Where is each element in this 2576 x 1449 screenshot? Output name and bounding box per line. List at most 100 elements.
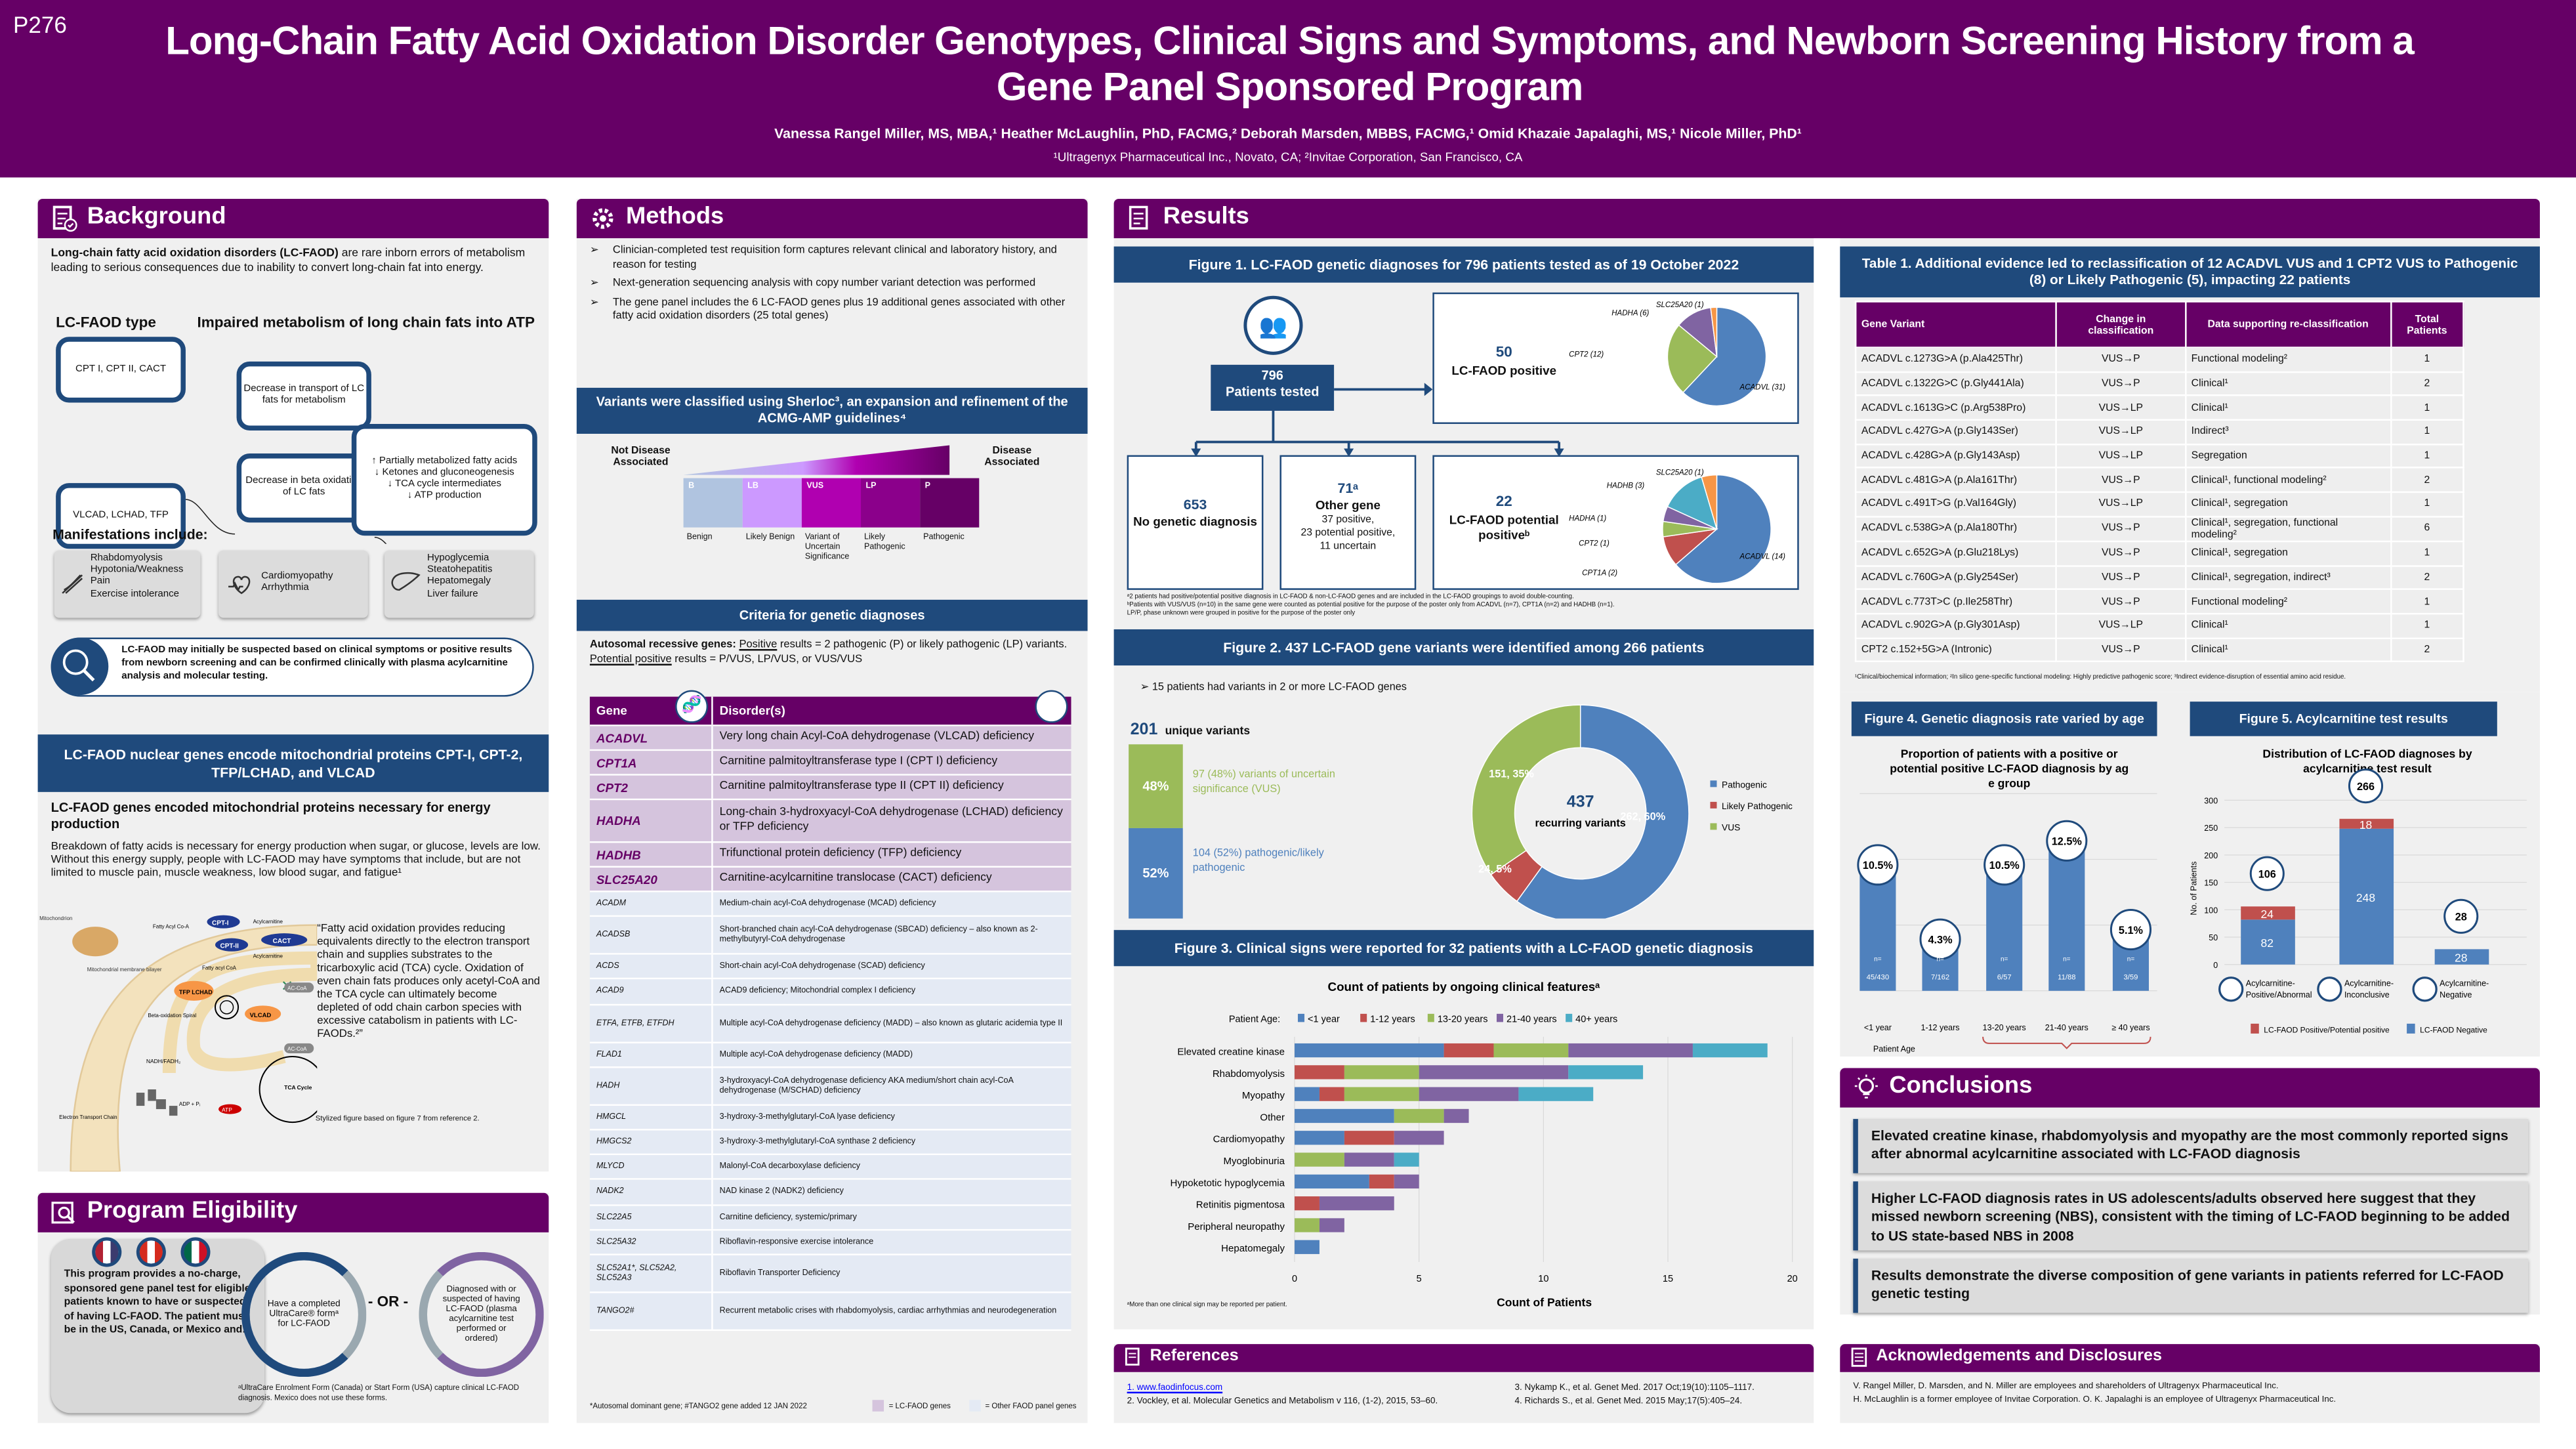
gene-variant: ACADVL c.481G>A (p.Ala161Thr) xyxy=(1854,467,2058,494)
manifestations-title: Manifestations include: xyxy=(52,526,208,543)
gene-header: Gene🧬 xyxy=(590,690,713,725)
value-label: 4.3% xyxy=(1928,934,1953,946)
figure-1-footnotes: ᵃ2 patients had positive/potential posit… xyxy=(1127,591,1809,616)
eligibility-text: This program provides a no-charge, spons… xyxy=(64,1268,251,1336)
disorder-name: ACAD9 deficiency; Mitochondrial complex … xyxy=(719,986,916,997)
disorder-name: Multiple acyl-CoA dehydrogenase deficien… xyxy=(719,1049,913,1060)
value-bubble xyxy=(2109,909,2152,951)
document-icon xyxy=(1851,1347,1867,1367)
positive-label: LC-FAOD positive xyxy=(1451,362,1557,378)
other-gene-count: 71ᵃ xyxy=(1337,480,1359,497)
label-fatty-acyl-in: Fatty Acyl Co-A xyxy=(153,924,190,930)
supporting-data: Clinical¹ xyxy=(2184,371,2392,397)
total-patients: 6 xyxy=(2390,515,2464,542)
bar-segment xyxy=(1518,1087,1594,1101)
classification-change: VUS→LP xyxy=(2055,612,2187,639)
no-diagnosis-label: No genetic diagnosis xyxy=(1133,514,1257,530)
gene-name: ETFA, ETFB, ETFDH xyxy=(590,1005,713,1041)
criteria-end: results = P/VUS, LP/VUS, or VUS/VUS xyxy=(671,653,863,665)
bar-segment xyxy=(1319,1087,1344,1101)
legend-swatch xyxy=(1360,1013,1367,1022)
gene-name: ACAD9 xyxy=(590,980,713,1003)
title-line: potential positive LC-FAOD diagnosis by … xyxy=(1890,762,2129,775)
disorder-name: Riboflavin Transporter Deficiency xyxy=(719,1268,841,1278)
table-1-banner: Table 1. Additional evidence led to recl… xyxy=(1840,246,2540,298)
other-detail: 37 positive, xyxy=(1321,514,1375,526)
type-box-vlcad: VLCAD, LCHAD, TFP xyxy=(56,483,186,549)
muscle-icon xyxy=(62,574,83,594)
y-tick-label: 200 xyxy=(2204,851,2218,860)
donut-value-label: 262, 60% xyxy=(1620,810,1665,822)
chart-title: Count of patients by ongoing clinical fe… xyxy=(1328,980,1600,994)
label-acylcarnitine-1: Acylcarnitine xyxy=(253,919,283,925)
criteria-banner: Criteria for genetic diagnoses xyxy=(576,599,1088,631)
gene-name: TANGO2# xyxy=(590,1293,713,1330)
total-label: 266 xyxy=(2357,781,2375,793)
total-patients: 1 xyxy=(2390,394,2464,421)
label-nadh: NADH/FADH₂ xyxy=(146,1058,180,1064)
bar-segment xyxy=(1295,1240,1319,1254)
gene-variant: ACADVL c.491T>G (p.Val164Gly) xyxy=(1854,491,2058,518)
gene-name: ACADSB xyxy=(590,917,713,954)
figure-3: Figure 3. Clinical signs were reported f… xyxy=(1113,925,1814,1330)
country-flags xyxy=(92,1237,211,1267)
table-1-section: Table 1. Additional evidence led to recl… xyxy=(1840,238,2540,692)
arrow-bullet-icon: ➢ xyxy=(589,245,599,257)
reference-3: 3. Nykamp K., et al. Genet Med. 2017 Oct… xyxy=(1514,1383,1755,1394)
bar-segment xyxy=(1444,1043,1494,1058)
impaired-metabolism-label: Impaired metabolism of long chain fats i… xyxy=(197,314,535,331)
flag-canada-icon xyxy=(136,1237,166,1267)
n-prefix: n= xyxy=(1874,956,1882,963)
heart-icon xyxy=(228,576,251,595)
figure-1-footnote: ᵇPatients with VUS/VUS (n=10) in the sam… xyxy=(1127,600,1615,608)
gene-table-header: Gene🧬 Disorder(s) xyxy=(589,690,1071,726)
category-label: 1-12 years xyxy=(1921,1023,1959,1032)
pie-slice-pathogenic xyxy=(1516,704,1690,919)
lc-faod-type-label: LC-FAOD type xyxy=(56,314,156,331)
supporting-data: Clinical¹, segregation xyxy=(2184,540,2392,566)
reference-1-link[interactable]: 1. www.faodinfocus.com xyxy=(1127,1383,1223,1394)
total-bubble xyxy=(2443,898,2479,934)
category-label: Myoglobinuria xyxy=(1224,1156,1285,1167)
classification-change: VUS→LP xyxy=(2055,443,2187,469)
pie-label: HADHB (3) xyxy=(1607,482,1645,490)
conclusions-section: Conclusions Elevated creatine kinase, rh… xyxy=(1840,1068,2540,1315)
gene-variant: ACADVL c.902G>A (p.Gly301Asp) xyxy=(1854,612,2058,639)
bar-segment xyxy=(1369,1174,1394,1189)
acknowledgements-title: Acknowledgements and Disclosures xyxy=(1876,1347,2162,1366)
label-vlcad: VLCAD xyxy=(250,1012,272,1019)
disorder-name: Riboflavin-responsive exercise intoleran… xyxy=(719,1236,874,1247)
test-result-icon xyxy=(2218,976,2244,1002)
total-patients: 2 xyxy=(2390,467,2464,494)
figure-2-banner: Figure 2. 437 LC-FAOD gene variants were… xyxy=(1113,629,1814,666)
unique-variants: 201 unique variants xyxy=(1131,713,1250,743)
plp-text: 104 (52%) pathogenic/likely pathogenic xyxy=(1192,847,1324,874)
table-header-cell: Data supporting re-classification xyxy=(2184,301,2392,348)
bar-segment xyxy=(1295,1043,1444,1058)
test-result-icon xyxy=(2412,976,2438,1002)
checklist-icon xyxy=(1125,1347,1140,1366)
total-patients: 1 xyxy=(2390,612,2464,639)
category-label: Acylcarnitine-Negative xyxy=(2440,978,2489,999)
disorder-name: 3-hydroxy-3-methylglutaryl-CoA lyase def… xyxy=(719,1112,895,1122)
bar-segment xyxy=(1692,1043,1768,1058)
or-divider: - OR - xyxy=(367,1293,409,1310)
bar-segment xyxy=(1419,1065,1569,1080)
patient-chart-icon xyxy=(1035,690,1068,723)
poster-title: Long-Chain Fatty Acid Oxidation Disorder… xyxy=(165,20,2415,110)
